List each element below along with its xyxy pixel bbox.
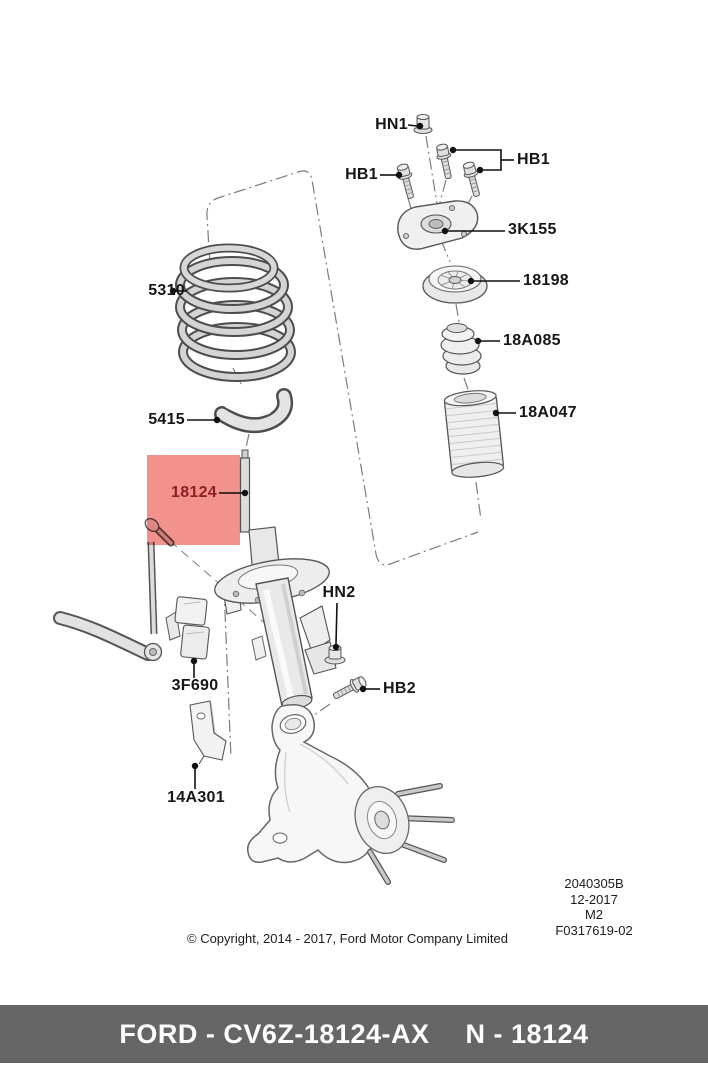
footer-base-number: N - 18124 [465, 1018, 589, 1049]
stabilizer-bar [53, 611, 155, 661]
doc-figure: F0317619-02 [555, 922, 633, 938]
callout-hb1-left[interactable]: HB1 [345, 166, 378, 183]
jounce-bumper [440, 323, 482, 375]
callout-3f690[interactable]: 3F690 [171, 677, 219, 694]
bolt-hb1-right [460, 160, 485, 199]
document-info-block: 2040305B 12-2017 M2 F0317619-02 [536, 876, 652, 938]
callout-18a047[interactable]: 18A047 [519, 404, 577, 421]
callout-hn2[interactable]: HN2 [322, 584, 356, 601]
callout-5310[interactable]: 5310 [148, 282, 185, 299]
callout-hb1-right[interactable]: HB1 [517, 151, 550, 168]
callout-hb2[interactable]: HB2 [383, 680, 416, 697]
steering-knuckle [246, 704, 455, 885]
callout-18a085[interactable]: 18A085 [503, 332, 561, 349]
bracket-14a301 [189, 700, 227, 765]
coil-spring [175, 243, 296, 382]
bolt-hb1-left [394, 162, 419, 201]
footer-assembly-number: FORD - CV6Z-18124-AX [119, 1018, 430, 1049]
strut-bearing [422, 265, 488, 304]
strut-top-mount [397, 200, 479, 250]
doc-revision: M2 [584, 907, 604, 922]
strut-assembly [214, 449, 337, 710]
callout-3k155[interactable]: 3K155 [508, 221, 557, 238]
part-number-footer: FORD - CV6Z-18124-AX N - 18124 [0, 1005, 708, 1063]
callout-hn1[interactable]: HN1 [375, 116, 408, 133]
spring-seat [214, 388, 294, 434]
dust-boot [443, 390, 505, 478]
selected-part-highlight[interactable] [147, 455, 240, 545]
doc-number: 2040305B [564, 876, 624, 891]
callout-18124-highlighted[interactable]: 18124 [171, 484, 217, 501]
callout-5415[interactable]: 5415 [148, 411, 185, 428]
nut-hn1 [413, 114, 433, 134]
callout-14a301[interactable]: 14A301 [167, 789, 225, 806]
leader-dots [169, 122, 500, 770]
callout-18198[interactable]: 18198 [523, 272, 569, 289]
copyright-notice: © Copyright, 2014 - 2017, Ford Motor Com… [187, 931, 509, 946]
doc-date: 12-2017 [570, 891, 618, 907]
bracket-3f690 [165, 596, 210, 660]
